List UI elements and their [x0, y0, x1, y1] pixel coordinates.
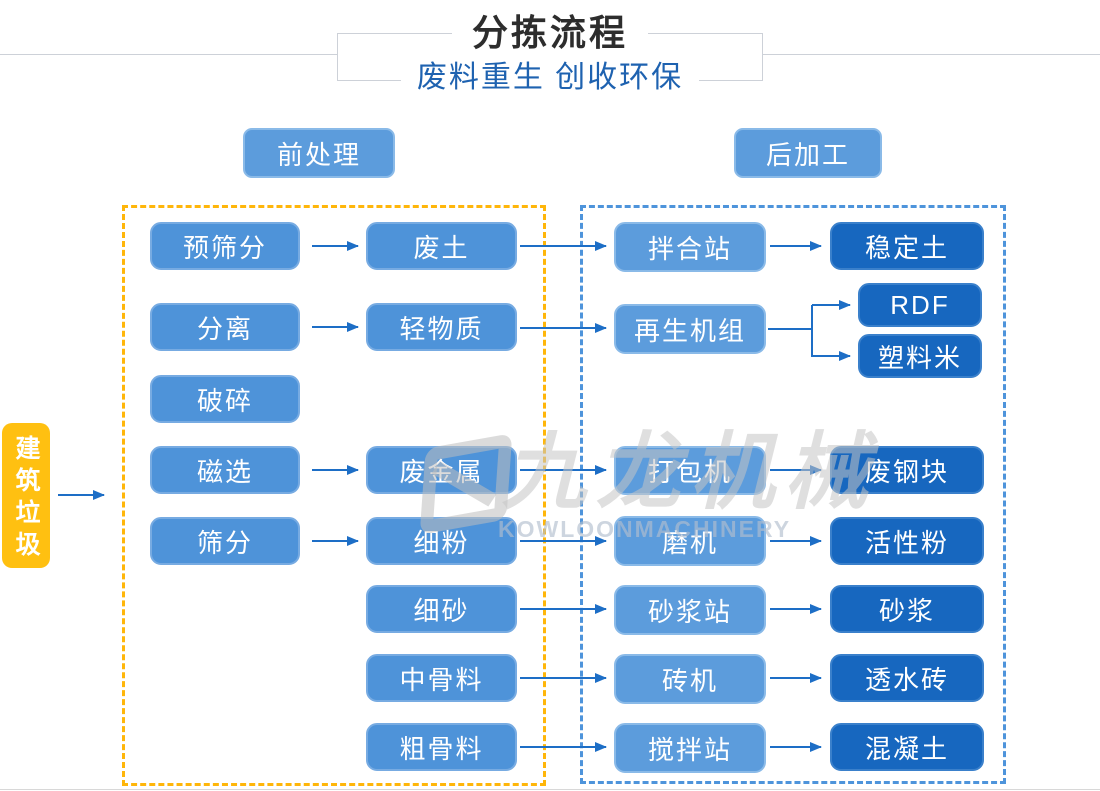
flow-node-magnetic-separation: 磁选 [150, 446, 300, 494]
page-subtitle: 废料重生 创收环保 [0, 58, 1100, 98]
flow-node-mortar: 砂浆 [830, 585, 984, 633]
flow-node-light-material: 轻物质 [366, 303, 517, 351]
stage-label-pre-processing: 前处理 [243, 128, 395, 178]
flow-node-mixing-plant: 拌合站 [614, 222, 766, 272]
flow-node-baler: 打包机 [614, 446, 766, 495]
flow-node-separation: 分离 [150, 303, 300, 351]
flow-node-scrap-steel-block: 废钢块 [830, 446, 984, 494]
flow-node-coarse-aggregate: 粗骨料 [366, 723, 517, 771]
post-processing-group-frame [580, 205, 1006, 784]
flow-node-mill: 磨机 [614, 516, 766, 566]
flow-node-fine-sand: 细砂 [366, 585, 517, 633]
flow-node-brick-machine: 砖机 [614, 654, 766, 704]
header-rule-right [763, 54, 1100, 55]
flow-node-plastic-pellets: 塑料米 [858, 334, 982, 378]
flow-node-pre-screening: 预筛分 [150, 222, 300, 270]
flow-node-screening: 筛分 [150, 517, 300, 565]
flow-node-fine-powder: 细粉 [366, 517, 517, 565]
page-title-text: 分拣流程 [451, 8, 648, 58]
flow-node-medium-aggregate: 中骨料 [366, 654, 517, 702]
pre-processing-group-frame [122, 205, 546, 786]
flow-node-stabilized-soil: 稳定土 [830, 222, 984, 270]
flow-node-waste-soil: 废土 [366, 222, 517, 270]
flow-node-crushing: 破碎 [150, 375, 300, 423]
stage-label-post-processing: 后加工 [734, 128, 882, 178]
source-box-construction-waste: 建筑垃圾 [2, 423, 50, 568]
flow-node-recycling-unit: 再生机组 [614, 304, 766, 354]
header-rule-left [0, 54, 337, 55]
flow-node-scrap-metal: 废金属 [366, 446, 517, 494]
bottom-divider [0, 789, 1100, 790]
flow-node-mortar-plant: 砂浆站 [614, 585, 766, 635]
flow-node-permeable-brick: 透水砖 [830, 654, 984, 702]
flow-node-concrete-mixing-plant: 搅拌站 [614, 723, 766, 773]
flow-node-concrete: 混凝土 [830, 723, 984, 771]
flow-node-rdf: RDF [858, 283, 982, 327]
page-subtitle-text: 废料重生 创收环保 [400, 58, 700, 98]
page-title: 分拣流程 [0, 8, 1100, 58]
flow-node-active-powder: 活性粉 [830, 517, 984, 565]
